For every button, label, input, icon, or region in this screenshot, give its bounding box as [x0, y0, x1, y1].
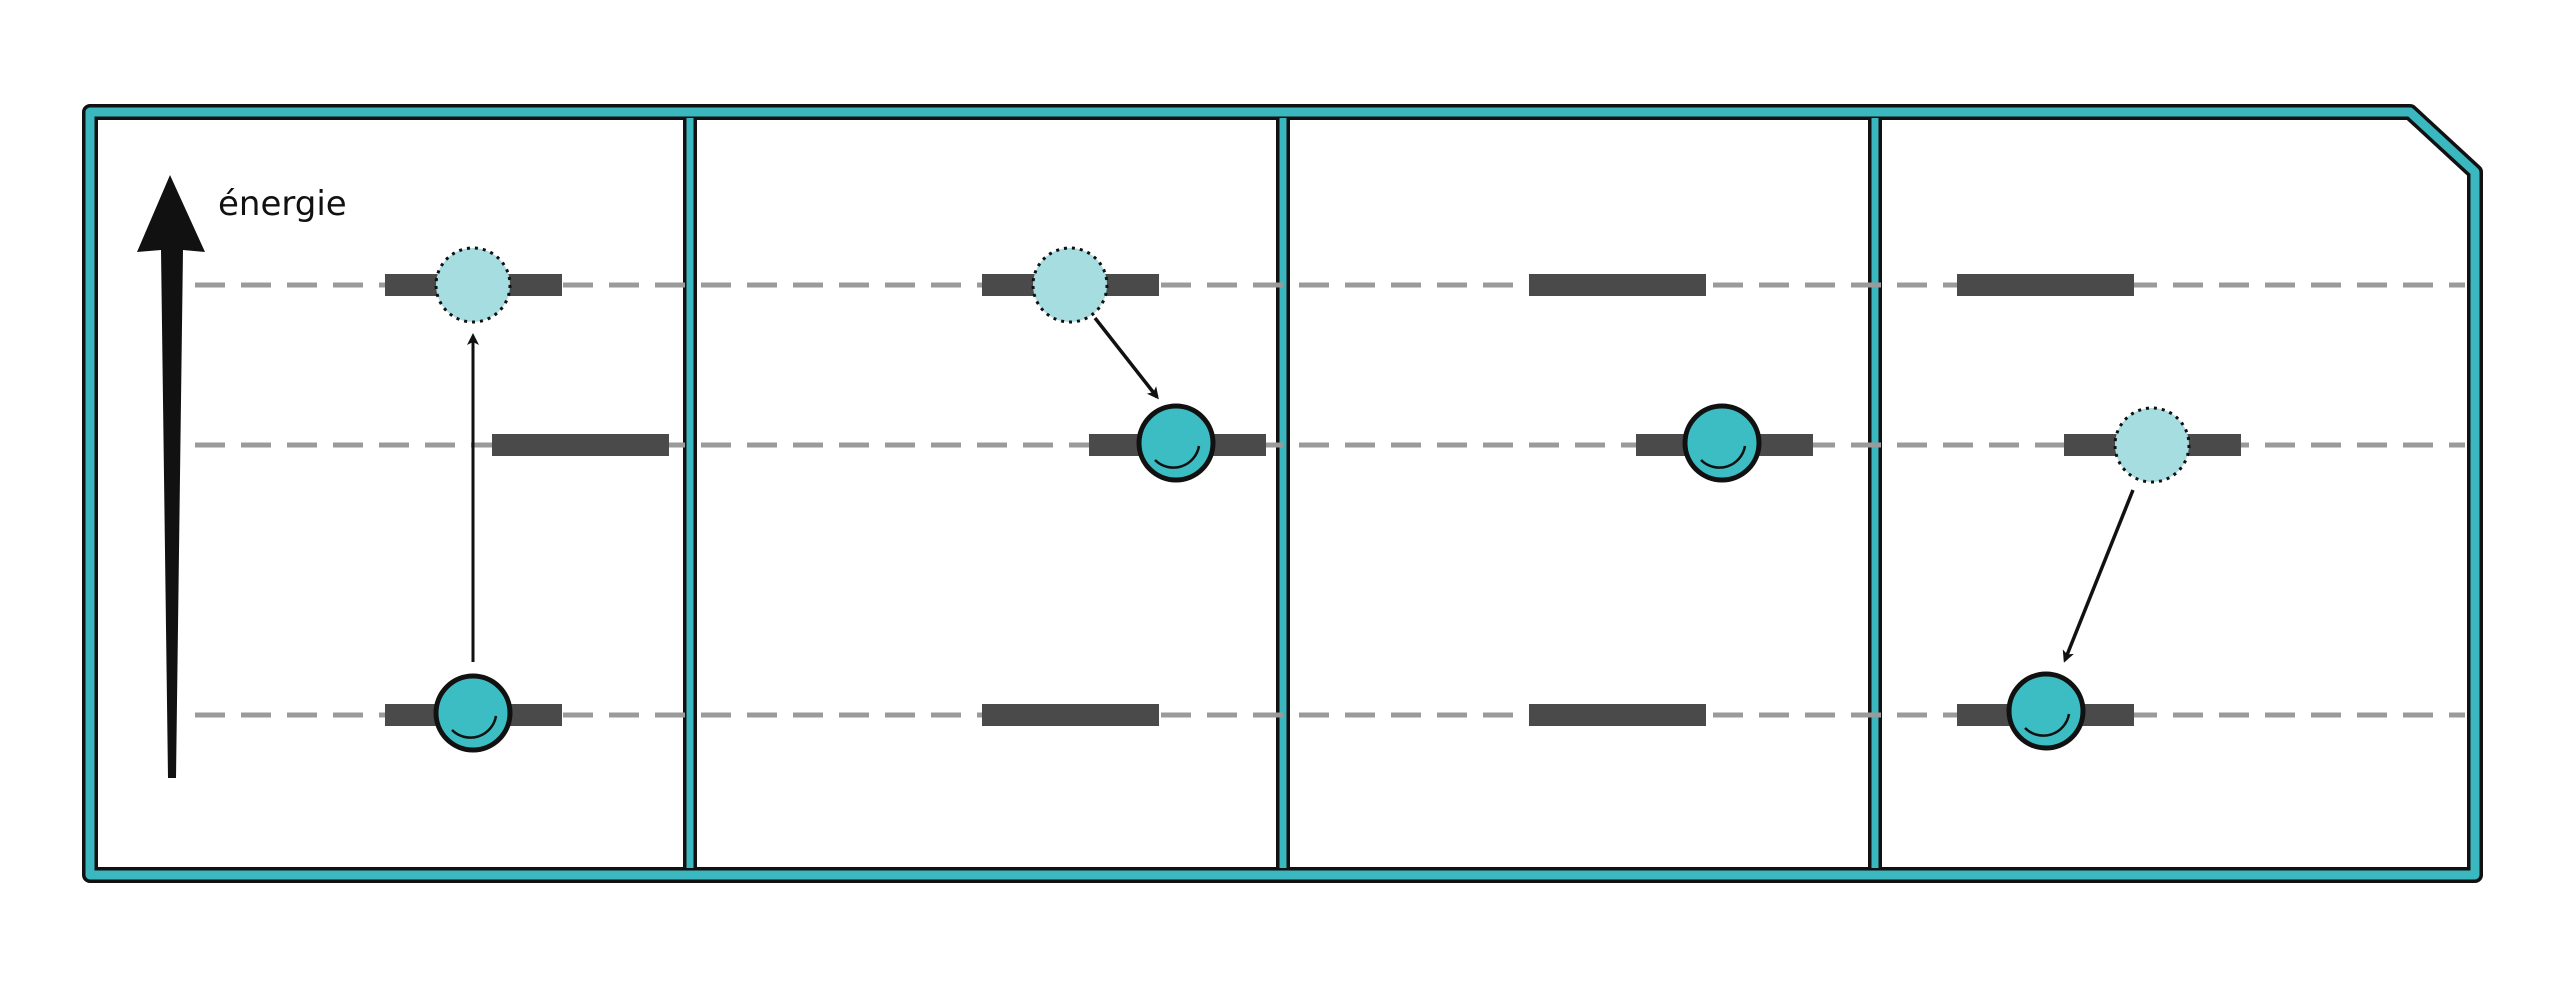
level-bar-bottom [982, 704, 1159, 726]
electron [2006, 671, 2086, 751]
panel-3-metastable [1529, 274, 1813, 726]
level-bar-top [1529, 274, 1706, 296]
energy-axis-arrow [137, 175, 205, 778]
level-bar-bottom [1529, 704, 1706, 726]
level-bar-middle [492, 434, 669, 456]
ghost-electron [1031, 246, 1109, 324]
level-bar-top [1957, 274, 2134, 296]
panel-dividers [683, 118, 1882, 868]
electron [1136, 403, 1216, 483]
panel-2-relaxation [982, 246, 1266, 726]
electron [433, 673, 513, 753]
electron [1682, 403, 1762, 483]
ghost-electron [2113, 406, 2191, 484]
panel-1-absorption [385, 246, 669, 753]
ghost-electron [434, 246, 512, 324]
transition-arrow-down [2062, 489, 2135, 663]
transition-arrow-down [1093, 316, 1159, 400]
energy-axis-label: énergie [218, 184, 347, 224]
panel-4-emission [1957, 274, 2241, 751]
energy-axis: énergie [137, 175, 347, 778]
